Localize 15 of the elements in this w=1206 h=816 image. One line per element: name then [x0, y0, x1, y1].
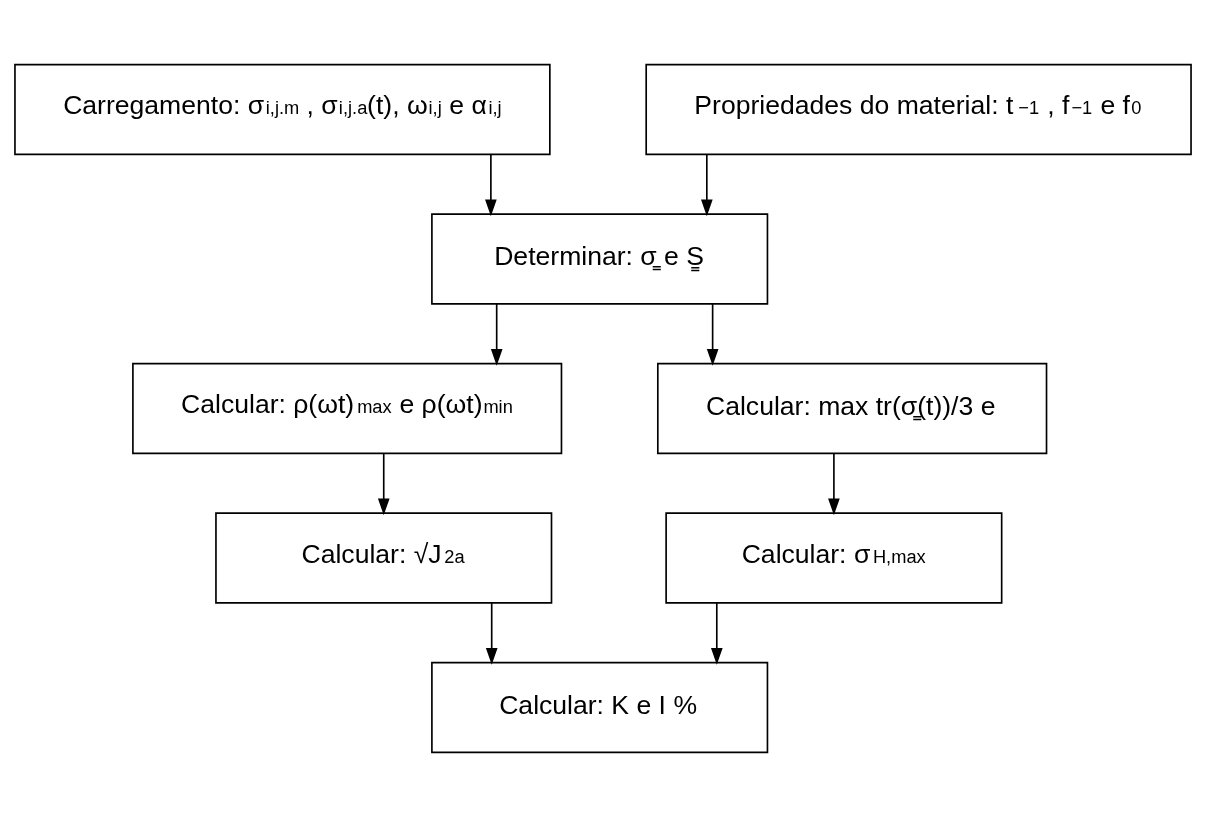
node-box: Determinar: σ̳ e S̳ — [431, 212, 769, 305]
arrow — [710, 601, 723, 665]
node-box: Calcular: σH,max — [665, 511, 1003, 604]
node-box: Calcular: max tr(σ̳(t))/3 e — [657, 362, 1048, 454]
arrow — [490, 302, 503, 366]
arrow — [701, 153, 713, 216]
arrow — [485, 153, 497, 216]
arrow — [706, 302, 719, 366]
node-box: Carregamento: σi,j.m , σi,j.a(t), ωi,j e αi,j — [14, 63, 551, 155]
arrow — [377, 452, 390, 515]
node-box: Calcular: ρ(ωt)max e ρ(ωt)min — [132, 362, 563, 454]
arrow — [828, 452, 840, 515]
arrow — [485, 601, 498, 665]
node-box: Propriedades do material: t−1 , f−1 e f0 — [645, 63, 1192, 155]
node-box: Calcular: K e I % — [431, 661, 769, 753]
